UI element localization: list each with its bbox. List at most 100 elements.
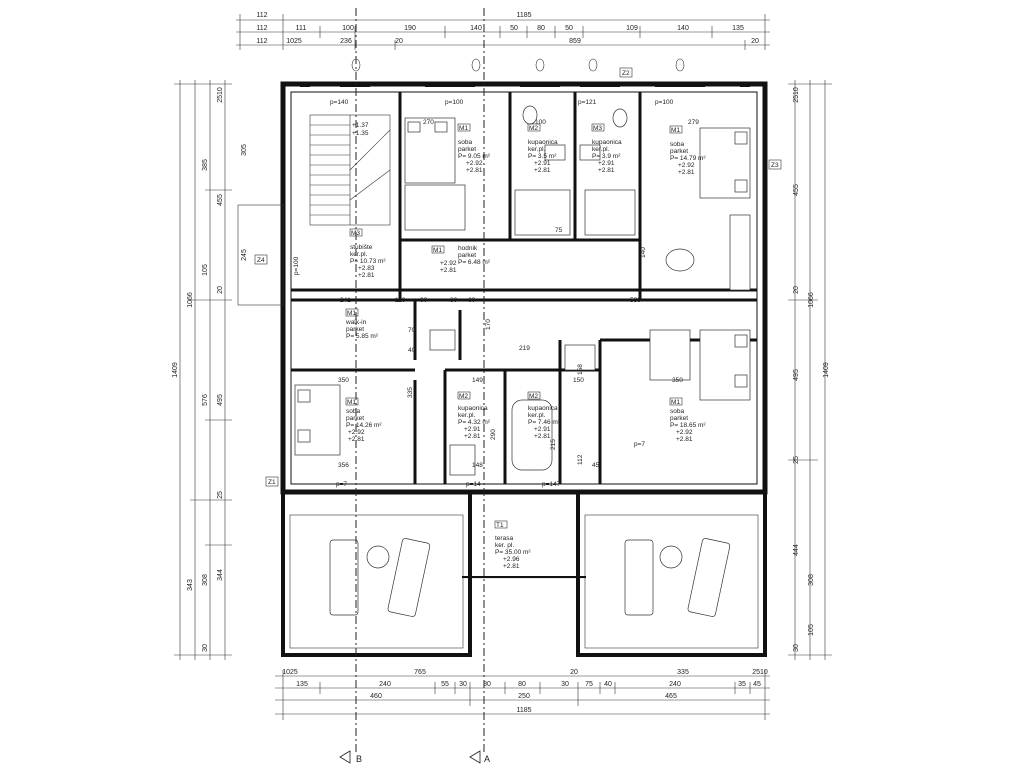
svg-text:+2.81: +2.81 [503, 563, 520, 570]
left-dim-h: 305 [241, 144, 248, 156]
right-dim-a: 444 [793, 544, 800, 556]
stair-level-2: +1.35 [352, 130, 369, 137]
svg-text:149: 149 [472, 377, 483, 384]
left-dim-d: 344 [217, 569, 224, 581]
wall-tag: Z2 [622, 70, 630, 77]
svg-text:P= 7.46 m²: P= 7.46 m² [528, 419, 561, 426]
svg-text:p=7: p=7 [336, 481, 347, 488]
svg-text:P= 10.73 m²: P= 10.73 m² [350, 258, 386, 265]
left-dim-e: 495 [217, 394, 224, 406]
svg-text:+2.81: +2.81 [676, 436, 693, 443]
svg-text:M1: M1 [347, 310, 356, 317]
top-dim-1: 112 [256, 12, 267, 19]
svg-text:539: 539 [630, 297, 641, 304]
bottom-dim-20: 465 [665, 693, 677, 700]
svg-text:+2.81: +2.81 [466, 167, 483, 174]
left-dim-k: 30 [202, 644, 209, 652]
svg-text:158: 158 [577, 364, 584, 375]
bottom-dimensions [275, 670, 770, 720]
svg-text:150: 150 [573, 377, 584, 384]
svg-text:kupaonica: kupaonica [458, 405, 488, 412]
svg-text:+2.81: +2.81 [358, 272, 375, 279]
svg-text:p=140: p=140 [330, 99, 349, 106]
section-mark-b: B [356, 754, 362, 764]
svg-text:P= 14.79 m²: P= 14.79 m² [670, 155, 706, 162]
bathtub-icon-2 [511, 399, 553, 471]
wall-tag: Z3 [771, 162, 779, 169]
section-arrow-b-icon [339, 750, 351, 764]
top-dim-17: 20 [395, 38, 403, 45]
bottom-dim-7: 240 [379, 681, 391, 688]
svg-text:ker. pl.: ker. pl. [495, 542, 514, 549]
bottom-dim-8: 55 [441, 681, 449, 688]
section-lines [339, 8, 485, 764]
svg-text:ker.pl.: ker.pl. [528, 412, 546, 419]
top-dim-2: 1185 [516, 12, 531, 19]
svg-text:p=100: p=100 [293, 256, 300, 275]
bottom-dim-6: 135 [296, 681, 308, 688]
right-dim-f: 25 [793, 456, 800, 464]
sunbed-icon-2 [387, 538, 431, 617]
svg-text:p=14: p=14 [466, 481, 481, 488]
left-dimensions [174, 80, 232, 660]
svg-text:M1: M1 [347, 399, 356, 406]
svg-text:90: 90 [420, 297, 428, 304]
top-dim-4: 111 [296, 25, 307, 32]
svg-text:terasa: terasa [495, 535, 513, 542]
top-dim-3: 112 [256, 25, 267, 32]
bottom-dim-3: 20 [570, 669, 578, 676]
svg-text:241: 241 [340, 297, 351, 304]
outer-walls [237, 81, 768, 657]
interior-dimensions: 270 279 241 539 350 350 356 219 149 148 … [338, 119, 699, 469]
room-label: M1 walk-in parket P= 5.85 m² [345, 308, 379, 340]
shower-icon-2 [449, 444, 476, 476]
svg-text:45: 45 [592, 462, 600, 469]
svg-text:M2: M2 [459, 393, 468, 400]
svg-text:350: 350 [672, 377, 683, 384]
svg-text:+2.81: +2.81 [534, 167, 551, 174]
right-dim-i: 20 [793, 286, 800, 294]
bottom-dim-17: 45 [753, 681, 761, 688]
bottom-dim-1: 1025 [282, 669, 298, 676]
svg-text:+2.81: +2.81 [678, 169, 695, 176]
bottom-dim-21: 1185 [516, 707, 531, 714]
svg-text:M2: M2 [529, 125, 538, 132]
svg-text:P= 3.9 m²: P= 3.9 m² [592, 153, 621, 160]
room-label: M2 kupaonica ker.pl. P= 7.46 m² +2.91 +2… [527, 391, 561, 440]
svg-text:soba: soba [670, 408, 684, 415]
sunbed-icon-3 [624, 539, 654, 616]
svg-text:M1: M1 [671, 399, 680, 406]
section-arrow-a-icon [469, 750, 481, 764]
svg-text:140: 140 [640, 247, 647, 258]
left-dim-mid: 1066 [187, 292, 194, 308]
svg-text:M3: M3 [351, 230, 360, 237]
svg-text:soba: soba [346, 408, 360, 415]
svg-text:215: 215 [550, 439, 557, 450]
svg-text:+2.92: +2.92 [678, 162, 695, 169]
left-dim-g: 385 [202, 159, 209, 171]
top-dim-8: 50 [510, 25, 518, 32]
top-dim-9: 80 [537, 25, 545, 32]
svg-text:ker.pl.: ker.pl. [458, 412, 476, 419]
svg-text:P= 6.48 m²: P= 6.48 m² [458, 259, 491, 266]
svg-text:80: 80 [450, 297, 458, 304]
room-label: M2 kupaonica ker.pl. P= 3.5 m² +2.91 +2.… [527, 123, 558, 174]
svg-text:soba: soba [458, 139, 472, 146]
svg-text:P= 9.05 m²: P= 9.05 m² [458, 153, 491, 160]
left-dim-c: 308 [202, 574, 209, 586]
svg-text:p=7: p=7 [634, 441, 645, 448]
svg-text:219: 219 [519, 345, 530, 352]
svg-text:40: 40 [408, 347, 416, 354]
sunbed-icon [329, 539, 359, 616]
room-label: M1 soba parket P= 14.79 m² +2.92 +2.81 [669, 125, 706, 176]
svg-text:335: 335 [407, 387, 414, 398]
svg-text:290: 290 [490, 429, 497, 440]
left-dim-b: 343 [187, 579, 194, 591]
svg-text:hodnik: hodnik [458, 245, 478, 252]
svg-text:112: 112 [577, 454, 584, 465]
bottom-dim-16: 35 [738, 681, 746, 688]
bottom-dim-11: 80 [518, 681, 526, 688]
svg-text:M3: M3 [593, 125, 602, 132]
svg-text:P= 18.65 m²: P= 18.65 m² [670, 422, 706, 429]
svg-text:p=121: p=121 [578, 99, 597, 106]
